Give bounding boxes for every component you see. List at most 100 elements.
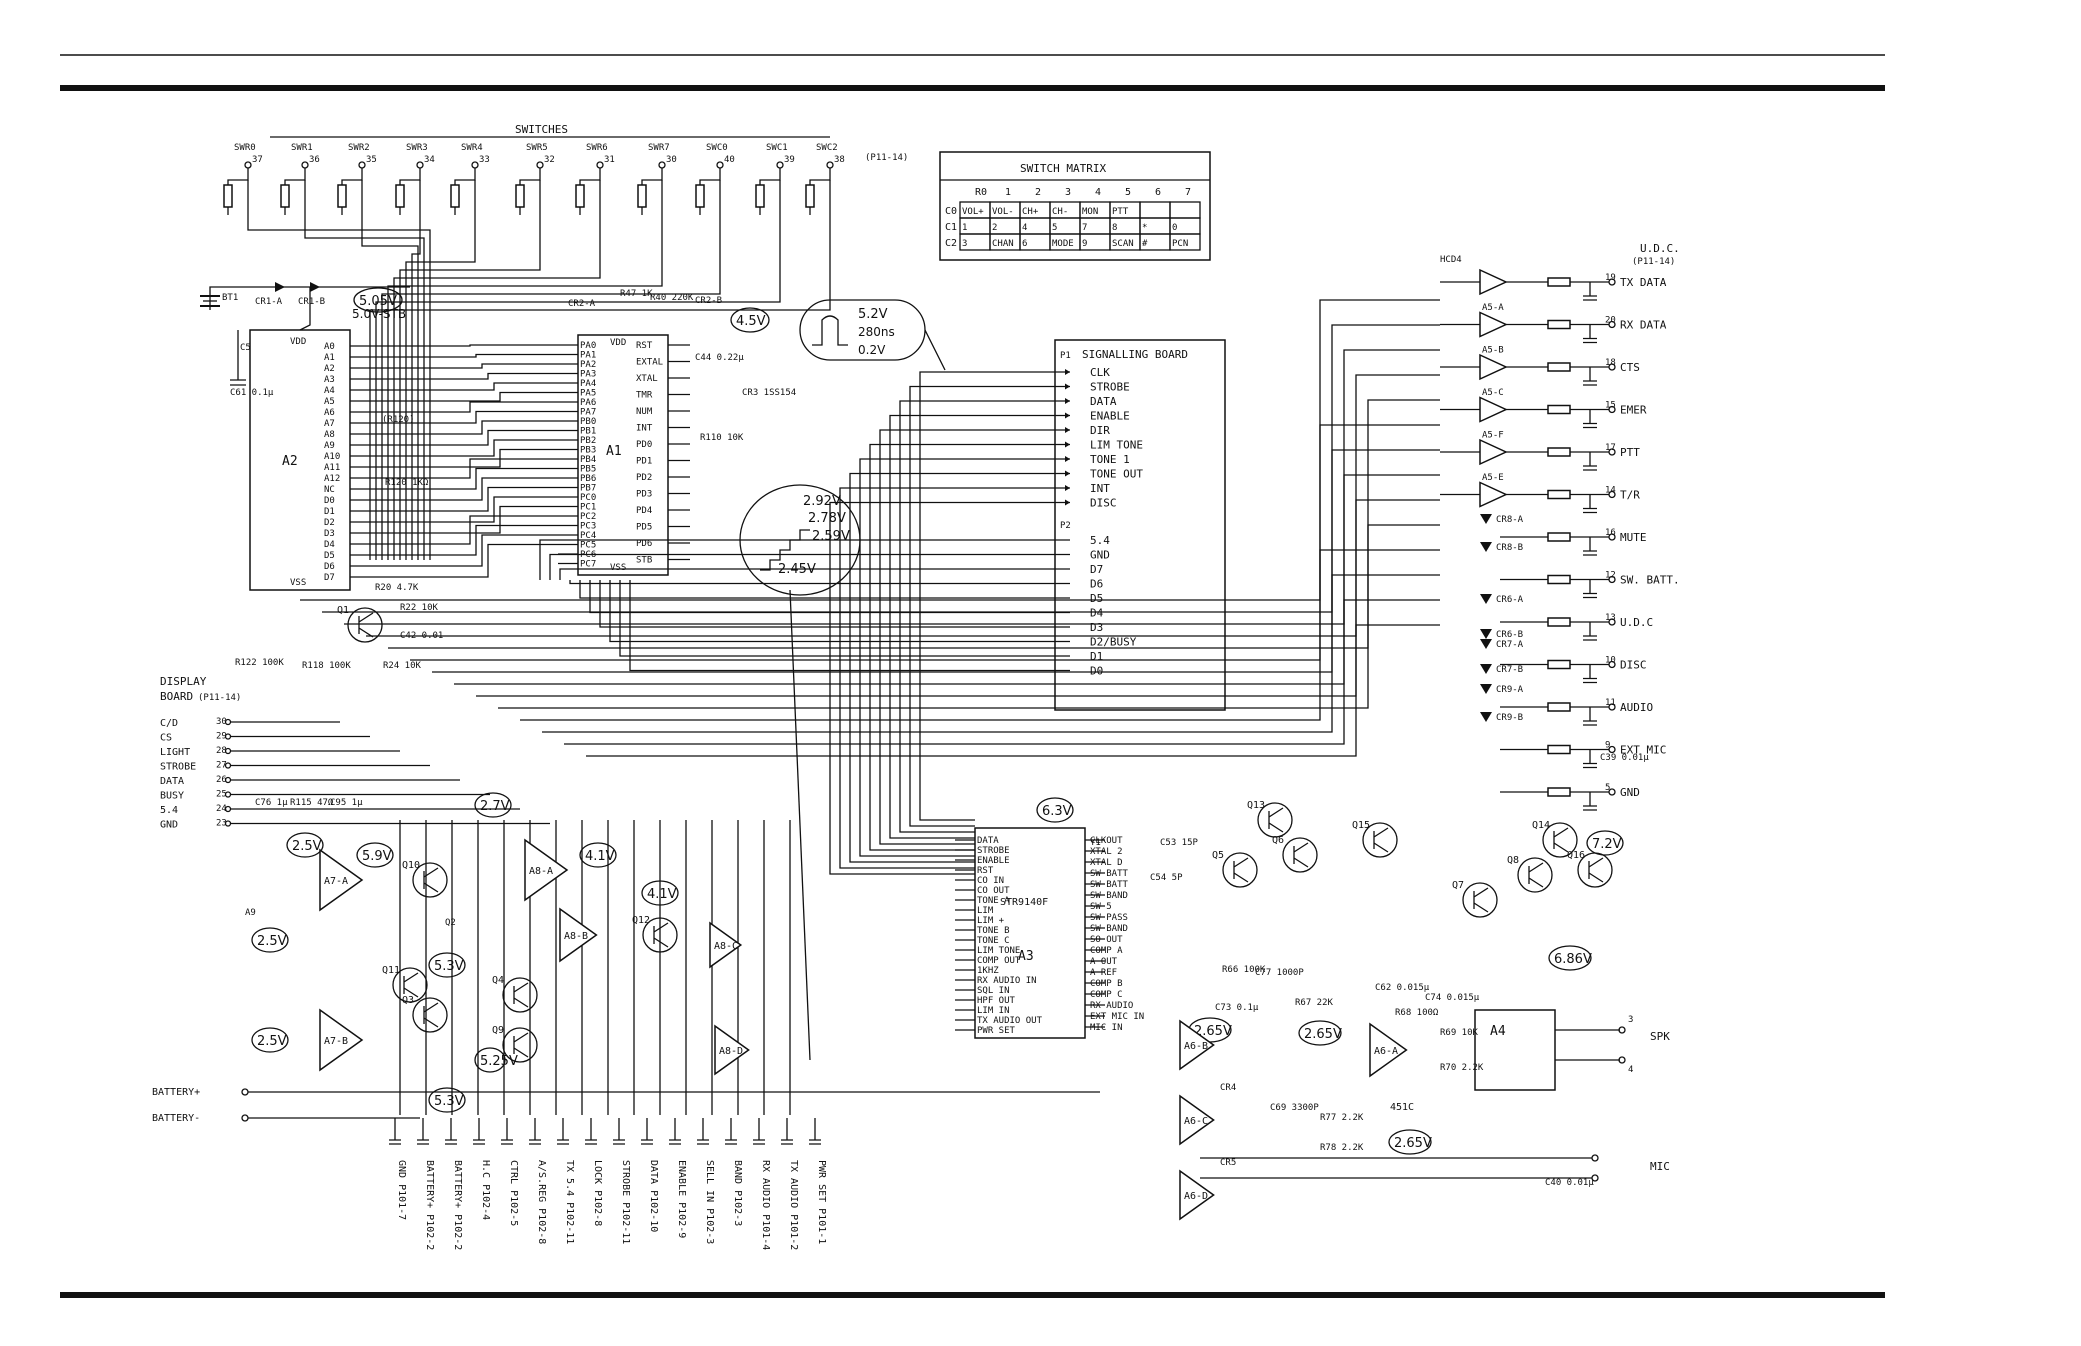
a3-pin-label: COMP C: [1090, 990, 1123, 1000]
a3-pin-label: DATA: [977, 836, 999, 846]
a3-pin-label: LIM +: [977, 916, 1005, 926]
bottom-connector-cap: [613, 1139, 625, 1145]
bottom-connector-cap: [557, 1139, 569, 1145]
display-pin-name: C/D: [160, 718, 178, 729]
transistor-symbol: [653, 922, 669, 948]
c61-label: C61 0.1µ: [230, 388, 274, 398]
udc-pin-name: RX DATA: [1620, 319, 1667, 332]
transistor-symbol: [513, 982, 529, 1008]
bottom-connector-cap: [641, 1139, 653, 1145]
display-pin-number: 28: [216, 746, 227, 756]
a3-pin-label: SQL IN: [977, 986, 1010, 996]
bt1-label: BT1: [222, 293, 238, 303]
opamp-label: A8-A: [529, 866, 553, 877]
udc-buffers: A5-AA5-BA5-CA5-FA5-EHCD4CR8-ACR8-BCR6-AC…: [1440, 255, 1524, 723]
transistor: [1517, 857, 1553, 893]
switch-name-swr1: SWR1: [291, 143, 313, 153]
udc-resistor: [1547, 532, 1571, 542]
waveform-tone-arrow: [789, 589, 811, 1061]
switch-bus-wires: [247, 180, 831, 560]
hcd4-label: HCD4: [1440, 255, 1462, 265]
display-pin-number: 30: [216, 717, 227, 727]
bottom-connector-label: BATTERY+ P102-2: [452, 1160, 463, 1250]
udc-pin-name: AUDIO: [1620, 701, 1653, 714]
a1-body: [577, 334, 669, 576]
udc-title: U.D.C.: [1640, 242, 1680, 255]
a2-a1-bus: [372, 344, 558, 578]
display-board-title: DISPLAY: [160, 675, 207, 688]
bottom-connector-label: TX 5.4 P102-11: [564, 1160, 575, 1244]
switch-resistor: [515, 184, 525, 208]
a2-a1-bus-line: [372, 344, 558, 347]
part-label-r120: (R120): [382, 415, 415, 425]
part-label-c39: C39 0.01µ: [1600, 753, 1649, 763]
a1-pin-label: PA4: [580, 379, 596, 389]
udc-pin-name: PTT: [1620, 446, 1640, 459]
mic-terminal-6: [1591, 1154, 1599, 1162]
udc-interconnect-wire: [542, 574, 1440, 733]
a4-body: [1474, 1009, 1556, 1091]
voltage-bubble: [1586, 830, 1624, 856]
speaker-mic-outputs: SPK 3 4 MIC: [1200, 1015, 1670, 1182]
part-label-cr2a: CR2-A: [568, 299, 596, 309]
matrix-col-header: 2: [1035, 187, 1041, 198]
a1-pin-label: PD0: [636, 440, 652, 450]
a3-pin-label: HPF OUT: [977, 996, 1016, 1006]
a2-pin-label: D3: [324, 529, 335, 539]
udc-resistor: [1547, 489, 1571, 500]
a2-pin-label: A9: [324, 441, 335, 451]
matrix-cell-text: PTT: [1112, 207, 1129, 217]
transistor: [502, 977, 538, 1013]
transistor-symbol: [1233, 857, 1249, 883]
udc-pin-number: 20: [1605, 316, 1616, 326]
right-diode-label: CR9-A: [1496, 685, 1524, 695]
right-diode-label: CR6-B: [1496, 630, 1523, 640]
signal-to-a3-wire: [829, 501, 1040, 875]
signal-data-wire: [629, 580, 1040, 672]
bottom-connector-label: TX AUDIO P101-2: [788, 1160, 799, 1250]
waveform-tone: 2.92V 2.78V 2.59V 2.45V: [739, 484, 861, 1061]
signal-pin-label: 5.4: [1090, 534, 1110, 547]
opamp-label: A6-C: [1184, 1116, 1208, 1127]
right-diode-label: CR6-A: [1496, 595, 1524, 605]
bottom-connector-cap: [445, 1139, 457, 1145]
display-pin-number: 29: [216, 732, 227, 742]
transistor: [412, 997, 448, 1033]
a1-chip: A1 VDD VSS PA0PA1PA2PA3PA4PA5PA6PA7PB0PB…: [558, 334, 690, 576]
a1-pin-label: INT: [636, 424, 653, 434]
switch-resistor: [805, 184, 815, 208]
udc-pin-name: GND: [1620, 786, 1640, 799]
transistor: [1282, 837, 1318, 873]
udc-interconnect-wire: [586, 624, 1440, 757]
transistor-label: Q12: [632, 915, 650, 926]
a1-pin-label: PA3: [580, 370, 596, 380]
a3-pin-label: SW 5: [1090, 902, 1112, 912]
part-label-c95: C95 1µ: [330, 798, 363, 808]
part-label-c62: C62 0.015µ: [1375, 983, 1430, 993]
a2-a1-bus-line: [372, 515, 558, 545]
a2-pin-label: A3: [324, 375, 335, 385]
a1-pin-label: PB1: [580, 427, 596, 437]
voltage-text: 5.3V: [434, 959, 464, 974]
switch-terminal: [244, 161, 252, 169]
a2-a1-bus-line: [372, 505, 558, 534]
a1-pin-label: PD3: [636, 490, 652, 500]
vdd-to-a2: [299, 287, 311, 331]
a2-a1-bus-line: [372, 448, 558, 468]
display-pin-terminal: [224, 791, 232, 798]
a2-pin-label: A11: [324, 463, 340, 473]
a3-pin-label: SO OUT: [1090, 935, 1123, 945]
display-pin-terminal: [224, 733, 232, 740]
udc-resistor: [1547, 574, 1571, 585]
udc-bypass-cap: [1583, 367, 1597, 386]
switch-name-swr5: SWR5: [526, 143, 548, 153]
udc-bypass-cap: [1583, 324, 1597, 344]
part-label-r120b: R120 1KΩ: [385, 478, 429, 488]
stb-text: 5.0V-STB: [352, 307, 406, 321]
cr1b-diode: [310, 282, 320, 292]
udc-bypass-cap: [1583, 452, 1597, 471]
voltage-bubble: [428, 1087, 466, 1113]
